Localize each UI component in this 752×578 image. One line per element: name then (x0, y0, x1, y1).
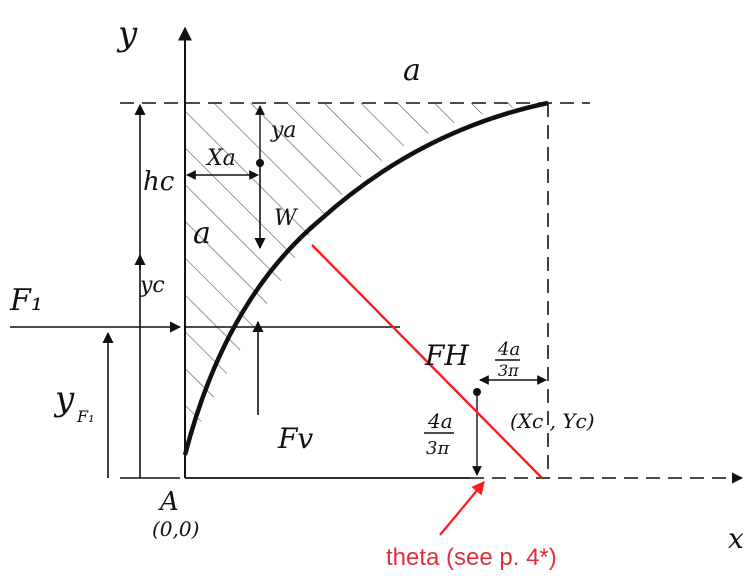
a-top-label: a (403, 53, 421, 88)
quarter-circle-gate (182, 100, 549, 456)
y-axis-label: y (116, 14, 138, 54)
ya-label: ya (270, 118, 297, 143)
origin-coords-label: (0,0) (152, 517, 199, 541)
4a-bottom-numerator: 4a (427, 409, 453, 433)
x-axis-label: x (728, 522, 744, 555)
theta-annotation: theta (see p. 4*) (386, 544, 557, 571)
centroid-dot (473, 388, 481, 396)
hatched-fluid-region (185, 103, 548, 455)
3pi-bottom-denominator: 3π (426, 438, 450, 459)
a-left-label: a (193, 216, 211, 251)
4a-top-numerator: 4a (497, 339, 520, 360)
red-normal-line (311, 244, 543, 479)
xa-label: Xa (205, 146, 236, 171)
red-pointer-arrow (439, 480, 485, 536)
centroid-label: (Xc , Yc) (510, 409, 595, 433)
yc-left-label: yc (139, 273, 165, 298)
yF1-subscript-label: F₁ (76, 407, 95, 426)
origin-A-label: A (158, 487, 179, 517)
hc-label: hc (143, 167, 175, 197)
3pi-top-denominator: 3π (498, 361, 519, 380)
FH-label: FH (424, 339, 469, 372)
W-label: W (274, 206, 299, 231)
F1-label: F₁ (9, 283, 43, 318)
weight-centroid-dot (256, 159, 264, 167)
yF1-label: y (53, 379, 75, 419)
Fv-label: Fv (277, 422, 313, 455)
